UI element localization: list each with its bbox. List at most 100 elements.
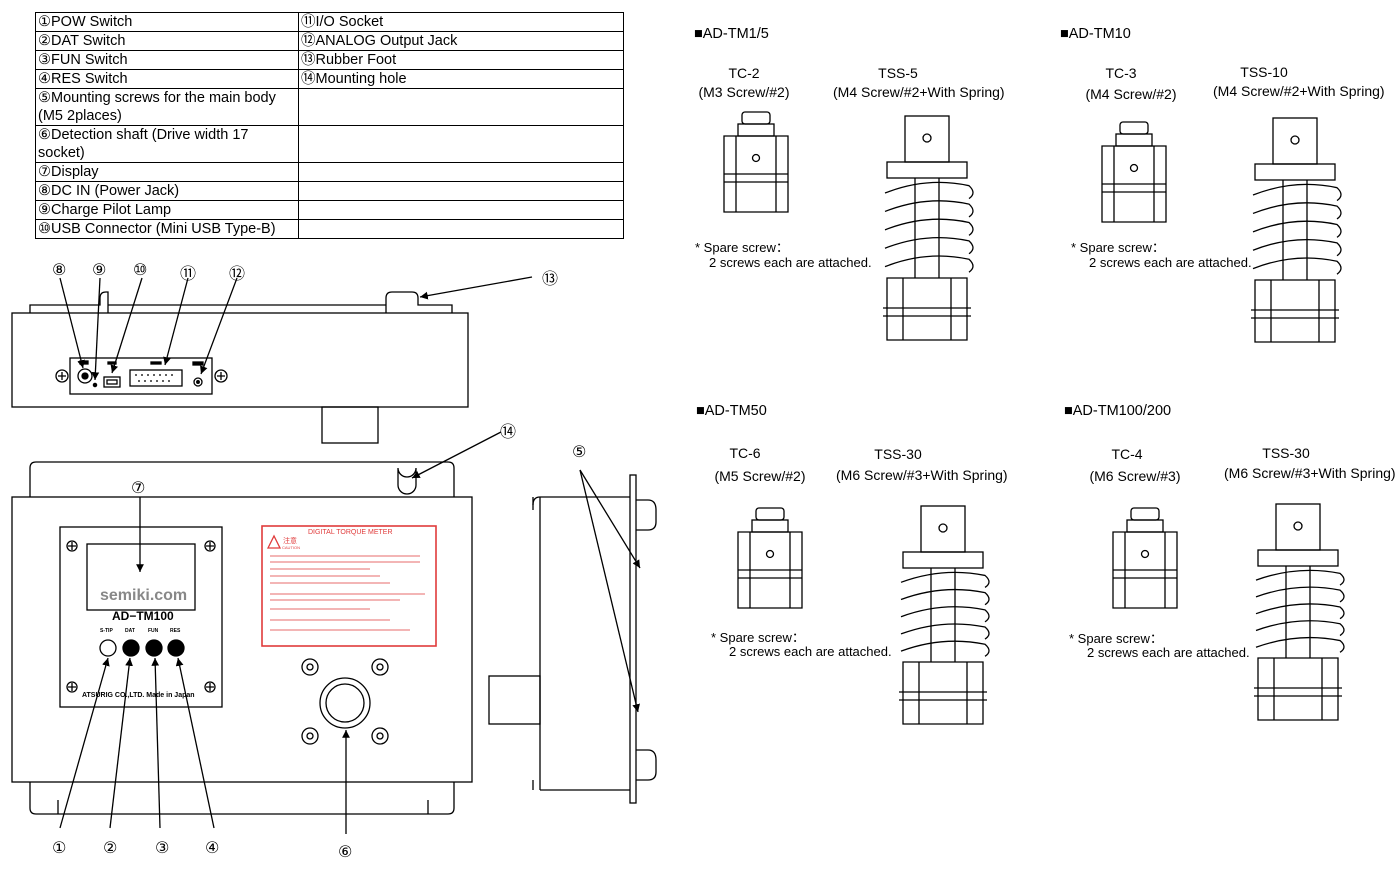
- tc2-name: TC-2: [728, 65, 760, 81]
- tss-30-b-spring: [1255, 569, 1345, 653]
- tc-4-body: [1112, 531, 1178, 609]
- legend-row: ⑥Detection shaft (Drive width 17 socket): [35, 125, 624, 163]
- tc4-spec: (M6 Screw/#3): [1089, 468, 1181, 484]
- callout-11: ⑪: [180, 264, 197, 283]
- mounting-hole: [397, 467, 417, 495]
- warning-label: [261, 525, 437, 647]
- tss-5-spring: [884, 181, 974, 273]
- tss5-spec: (M4 Screw/#2+With Spring): [833, 84, 1005, 100]
- callout-2: ②: [103, 838, 118, 857]
- switch-label-pow: S-TIP: [100, 628, 113, 634]
- legend-cell-left: ⑧DC IN (Power Jack): [35, 181, 299, 201]
- switch-label-fun: FUN: [148, 628, 159, 634]
- rear-foot-right: [385, 291, 453, 313]
- tss5-name: TSS-5: [878, 65, 918, 81]
- note-1-line2: 2 screws each are attached.: [709, 255, 872, 270]
- callout-9: ⑨: [92, 260, 107, 279]
- legend-cell-right: [298, 219, 624, 239]
- legend-cell-left: ⑦Display: [35, 162, 299, 182]
- side-stub: [488, 675, 541, 725]
- tc-6-hole: [765, 549, 775, 559]
- rear-body: [11, 312, 469, 408]
- tss-10-hole: [1290, 135, 1300, 145]
- tc2-spec: (M3 Screw/#2): [698, 84, 790, 100]
- tss-30-a-head: [920, 505, 966, 553]
- tc-6-body: [737, 531, 803, 609]
- tc-2-hole: [751, 153, 761, 163]
- tc-2-neck: [737, 123, 775, 137]
- legend-cell-right: [298, 125, 624, 163]
- tss-30-a-hole: [938, 523, 948, 533]
- fun-switch: [145, 639, 163, 657]
- tc-2-body: [723, 135, 789, 213]
- front-view: [11, 431, 502, 834]
- tc-3-neck: [1115, 133, 1153, 147]
- tss-10-head: [1272, 117, 1318, 165]
- warning-caution-en: CAUTION: [282, 545, 300, 550]
- side-body: [539, 496, 630, 791]
- front-bottom-flange: [29, 782, 455, 815]
- tss-30-b-head: [1275, 503, 1321, 551]
- switch-label-res: RES: [170, 628, 181, 634]
- warning-caution: 注意: [283, 538, 297, 545]
- tc-4-cap: [1130, 507, 1160, 521]
- model-heading-tm10: ■AD-TM10: [1060, 26, 1131, 42]
- warning-title: DIGITAL TORQUE METER: [308, 529, 393, 536]
- note-2-line1: * Spare screw：: [1071, 240, 1165, 255]
- tc-3-cap: [1119, 121, 1149, 135]
- legend-row: ⑦Display: [35, 162, 624, 182]
- tss-30-a-body: [902, 661, 984, 725]
- lcd-display: [86, 543, 196, 611]
- legend-cell-left: ⑥Detection shaft (Drive width 17 socket): [35, 125, 299, 163]
- tc6-name: TC-6: [729, 445, 761, 461]
- side-plate: [629, 474, 637, 804]
- legend-row: ⑨Charge Pilot Lamp: [35, 200, 624, 220]
- legend-cell-left: ⑨Charge Pilot Lamp: [35, 200, 299, 220]
- display-panel: [59, 526, 223, 708]
- tss-5-thread: [914, 178, 940, 278]
- note-3-line1: * Spare screw：: [711, 630, 805, 645]
- callout-14: ⑭: [500, 422, 517, 441]
- plate-screw-right: [214, 369, 228, 383]
- callout-8: ⑧: [52, 260, 67, 279]
- connector-plate: [69, 357, 213, 395]
- front-top-flange: [29, 461, 455, 497]
- tc4-name: TC-4: [1111, 446, 1143, 462]
- legend-row: ⑩USB Connector (Mini USB Type-B): [35, 219, 624, 239]
- res-switch: [167, 639, 185, 657]
- tss-5-hole: [922, 133, 932, 143]
- tss30-name-b: TSS-30: [1262, 445, 1310, 461]
- tss30-spec-a: (M6 Screw/#3+With Spring): [836, 467, 1008, 483]
- tss-30-b-thread: [1285, 566, 1311, 658]
- tc-3-hole: [1129, 163, 1139, 173]
- callout-13: ⑬: [542, 269, 559, 288]
- side-view: [488, 469, 657, 804]
- switch-label-dat: DAT: [125, 628, 135, 634]
- brand-watermark: semiki.com: [100, 587, 188, 604]
- model-label: AD−TM100: [112, 609, 174, 623]
- callout-1: ①: [52, 838, 67, 857]
- pow-switch: [99, 639, 117, 657]
- charge-lamp: [92, 382, 98, 388]
- detection-shaft: [319, 677, 371, 729]
- tss-10-collar: [1254, 163, 1336, 181]
- tss30-spec-b: (M6 Screw/#3+With Spring): [1224, 465, 1396, 481]
- tc6-spec: (M5 Screw/#2): [714, 468, 806, 484]
- tss10-spec: (M4 Screw/#2+With Spring): [1213, 83, 1385, 99]
- callout-12: ⑫: [229, 264, 246, 283]
- tc-6-neck: [751, 519, 789, 533]
- rear-shaft-stub: [321, 406, 379, 444]
- callout-3: ③: [155, 838, 170, 857]
- note-4-line2: 2 screws each are attached.: [1087, 645, 1250, 660]
- tss-10-body: [1254, 279, 1336, 343]
- note-2-line2: 2 screws each are attached.: [1089, 255, 1252, 270]
- tc-3-body: [1101, 145, 1167, 223]
- tss-30-a-thread: [930, 568, 956, 662]
- tss-30-a-spring: [900, 571, 990, 657]
- tss-30-b-collar: [1257, 549, 1339, 567]
- legend-row: ⑤Mounting screws for the main body (M5 2…: [35, 88, 624, 126]
- tc-6-cap: [755, 507, 785, 521]
- front-body: [11, 496, 473, 783]
